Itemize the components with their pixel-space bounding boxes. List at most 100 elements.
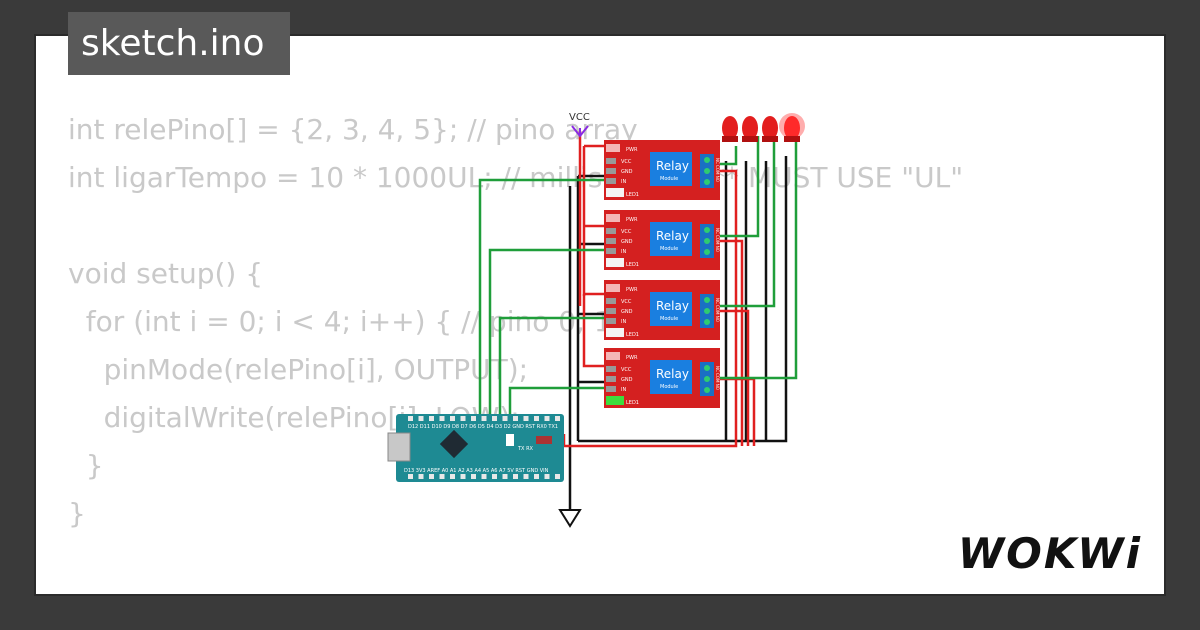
relay-pin-label: IN: [621, 249, 626, 255]
terminal-screw: [704, 249, 710, 255]
arduino-pin: [439, 416, 445, 421]
relay-title: Relay: [656, 367, 689, 381]
relay-pin: [606, 298, 616, 304]
arduino-pin: [523, 474, 529, 479]
relay-pin-label: VCC: [621, 229, 632, 235]
led-lit: [779, 113, 805, 142]
pwr-label: PWR: [626, 147, 638, 153]
terminal-screw: [704, 308, 710, 314]
terminal-label: NC COM NO: [715, 228, 720, 252]
arduino-pin: [408, 474, 413, 479]
relay-pin: [606, 376, 616, 382]
arduino-txrx-label: TX RX: [517, 446, 534, 452]
terminal-screw: [704, 376, 710, 382]
arduino-pin: [450, 474, 455, 479]
arduino-pin: [492, 416, 497, 421]
relay-pin-label: VCC: [621, 299, 632, 305]
pwr-led: [606, 214, 620, 222]
relay-title: Relay: [656, 159, 689, 173]
relay-pin: [606, 238, 616, 244]
pwr-led: [606, 284, 620, 292]
terminal-label: NC COM NO: [715, 366, 720, 390]
led: [722, 116, 738, 142]
relay-pin: [606, 386, 616, 392]
arduino-pin: [492, 474, 497, 479]
relay-subtitle: Module: [660, 176, 678, 182]
relay-status-led: [606, 396, 624, 405]
arduino-pin: [523, 416, 529, 421]
relay-pin-label: IN: [621, 179, 626, 185]
relay-title: Relay: [656, 229, 689, 243]
relay-status-led: [606, 188, 624, 197]
arduino-pin: [481, 474, 487, 479]
terminal-screw: [704, 297, 710, 303]
pwr-led: [606, 144, 620, 152]
relay-block: [650, 152, 692, 186]
arduino-pin: [534, 474, 539, 479]
led-label: LED1: [626, 332, 639, 338]
preview-card: int relePino[] = {2, 3, 4, 5}; // pino a…: [34, 34, 1166, 596]
relay-pin-label: GND: [621, 169, 633, 175]
relay-pin: [606, 248, 616, 254]
led-label: LED1: [626, 400, 639, 406]
led: [742, 116, 758, 142]
relay-pin: [606, 318, 616, 324]
arduino-pin: [471, 474, 476, 479]
arduino-top-pin-labels: D12 D11 D10 D9 D8 D7 D6 D5 D4 D3 D2 GND …: [408, 424, 558, 430]
arduino-pin: [513, 416, 518, 421]
relay-status-led: [606, 258, 624, 267]
relay-title: Relay: [656, 299, 689, 313]
pwr-label: PWR: [626, 355, 638, 361]
relay-pin-label: GND: [621, 239, 633, 245]
pwr-label: PWR: [626, 287, 638, 293]
ground-symbol: [558, 509, 582, 528]
arduino-pin: [418, 474, 424, 479]
arduino-pin: [555, 416, 560, 421]
terminal-label: NC COM NO: [715, 298, 720, 322]
relay-pin: [606, 366, 616, 372]
pwr-led: [606, 352, 620, 360]
arduino-pin: [429, 474, 434, 479]
wokwi-logo: WOKWi: [957, 529, 1142, 578]
terminal-screw: [704, 157, 710, 163]
arduino-nano: D12 D11 D10 D9 D8 D7 D6 D5 D4 D3 D2 GND …: [387, 414, 564, 482]
led-label: LED1: [626, 262, 639, 268]
terminal-screw: [704, 179, 710, 185]
terminal-screw: [704, 238, 710, 244]
relay-pin-label: VCC: [621, 159, 632, 165]
relay-pin: [606, 228, 616, 234]
terminal-screw: [704, 319, 710, 325]
relay-pin: [606, 178, 616, 184]
relay-pin-label: IN: [621, 319, 626, 325]
relay-subtitle: Module: [660, 246, 678, 252]
terminal-screw: [704, 227, 710, 233]
relay-subtitle: Module: [660, 316, 678, 322]
file-tab[interactable]: sketch.ino: [68, 12, 290, 75]
led-label: LED1: [626, 192, 639, 198]
ground-wires: [568, 156, 788, 511]
led-group: [722, 113, 805, 142]
relay-pin-label: VCC: [621, 367, 632, 373]
arduino-pin: [544, 416, 550, 421]
arduino-bottom-pin-labels: D13 3V3 AREF A0 A1 A2 A3 A4 A5 A6 A7 5V …: [404, 468, 549, 474]
arduino-pin: [450, 416, 455, 421]
relay-pin-label: IN: [621, 387, 626, 393]
arduino-pin: [418, 416, 424, 421]
arduino-pin: [471, 416, 476, 421]
arduino-pin: [502, 416, 508, 421]
terminal-label: NC COM NO: [715, 158, 720, 182]
arduino-pin: [429, 416, 434, 421]
arduino-pin: [534, 416, 539, 421]
led: [762, 116, 778, 142]
terminal-screw: [704, 365, 710, 371]
relay-pin: [606, 308, 616, 314]
relay-pin-label: GND: [621, 309, 633, 315]
terminal-screw: [704, 387, 710, 393]
relay-pin-label: GND: [621, 377, 633, 383]
relay-status-led: [606, 328, 624, 337]
terminal-screw: [704, 168, 710, 174]
relay-block: [650, 222, 692, 256]
